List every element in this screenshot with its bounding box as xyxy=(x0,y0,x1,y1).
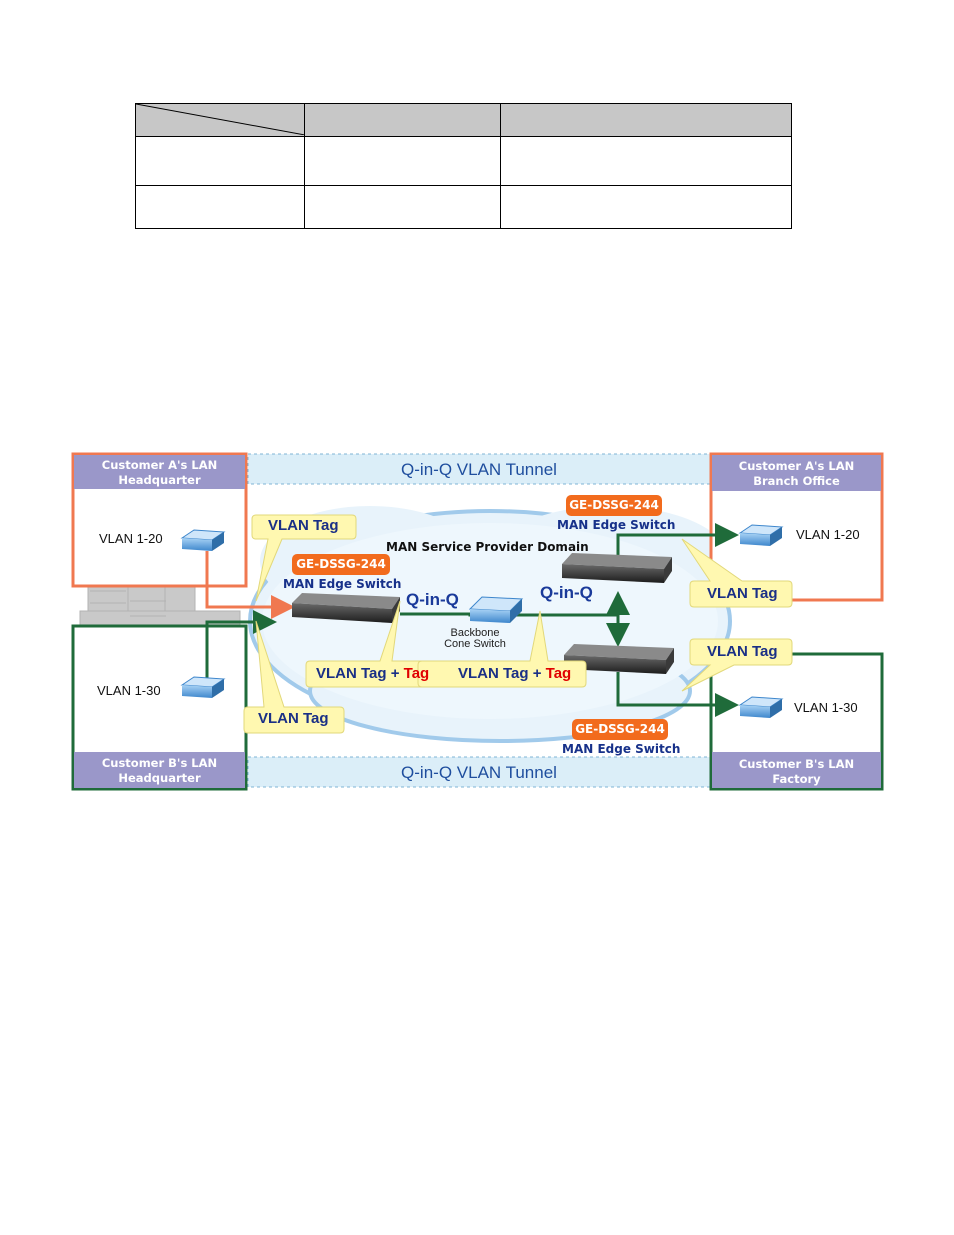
link-customer-b-left xyxy=(205,610,277,679)
customer-switch-b-factory xyxy=(738,696,784,718)
corner-diagonal xyxy=(136,104,305,135)
table-cell xyxy=(135,136,305,186)
vlan-label-a-branch: VLAN 1-20 xyxy=(796,527,860,542)
link-customer-a-left xyxy=(205,551,295,619)
callout-vlan-tag: VLAN Tag xyxy=(258,710,329,727)
qinq-label: Q-in-Q xyxy=(406,590,459,609)
tunnel-label-top: Q-in-Q VLAN Tunnel xyxy=(401,460,557,479)
edge-switch-left xyxy=(292,593,400,623)
edge-switch-bottom-right xyxy=(564,644,674,674)
link-factory xyxy=(616,672,739,717)
provider-domain-label: MAN Service Provider Domain xyxy=(386,540,589,554)
edge-switch-role-label: MAN Edge Switch xyxy=(562,742,681,756)
tunnel-band-bottom xyxy=(247,756,711,788)
table-row xyxy=(135,136,792,186)
table-cell xyxy=(500,136,792,186)
table-header-cell xyxy=(500,102,792,138)
tunnel-label-bottom: Q-in-Q VLAN Tunnel xyxy=(401,763,557,782)
customer-switch-a-branch xyxy=(738,524,784,546)
edge-switch-role-label: MAN Edge Switch xyxy=(283,577,402,591)
edge-switch-top-right xyxy=(562,553,672,583)
table-header-row xyxy=(135,102,792,138)
qinq-label: Q-in-Q xyxy=(540,583,593,602)
table-cell xyxy=(135,184,305,230)
callout-vlan-tag-plus-tag: VLAN Tag + Tag xyxy=(316,665,430,682)
qinq-network-diagram: Q-in-Q VLAN Tunnel Q-in-Q VLAN Tunnel Cu… xyxy=(70,451,886,793)
link-branch xyxy=(616,523,739,563)
callout-vlan-tag: VLAN Tag xyxy=(707,585,778,602)
table-row xyxy=(135,184,792,230)
callout-bubble xyxy=(417,610,587,688)
table-corner-cell xyxy=(135,102,305,138)
callout-bubble xyxy=(681,638,793,692)
backbone-switch xyxy=(468,596,524,623)
table-cell xyxy=(500,184,792,230)
tunnel-band-top xyxy=(247,453,711,485)
vlan-label-b-factory: VLAN 1-30 xyxy=(794,700,858,715)
table-cell xyxy=(304,184,501,230)
edge-switch-role-label: MAN Edge Switch xyxy=(557,518,676,532)
customer-switch-b-hq xyxy=(180,676,226,698)
customer-switch-a-hq xyxy=(180,529,226,551)
table-header-cell xyxy=(304,102,501,138)
edge-switch-model-badge: GE-DSSG-244 xyxy=(566,495,662,516)
callout-vlan-tag: VLAN Tag xyxy=(268,517,339,534)
table-cell xyxy=(304,136,501,186)
vlan-label-a-hq: VLAN 1-20 xyxy=(99,531,163,546)
vlan-table xyxy=(135,102,792,230)
callout-bubble xyxy=(681,538,793,608)
edge-switch-model-badge: GE-DSSG-244 xyxy=(572,719,668,740)
vlan-label-b-hq: VLAN 1-30 xyxy=(97,683,161,698)
callout-bubble xyxy=(243,620,345,734)
callout-vlan-tag-plus-tag: VLAN Tag + Tag xyxy=(458,665,572,682)
edge-switch-model-badge: GE-DSSG-244 xyxy=(292,554,390,575)
diagram-graphics xyxy=(71,452,884,791)
callout-bubble xyxy=(251,514,357,602)
callout-vlan-tag: VLAN Tag xyxy=(707,643,778,660)
